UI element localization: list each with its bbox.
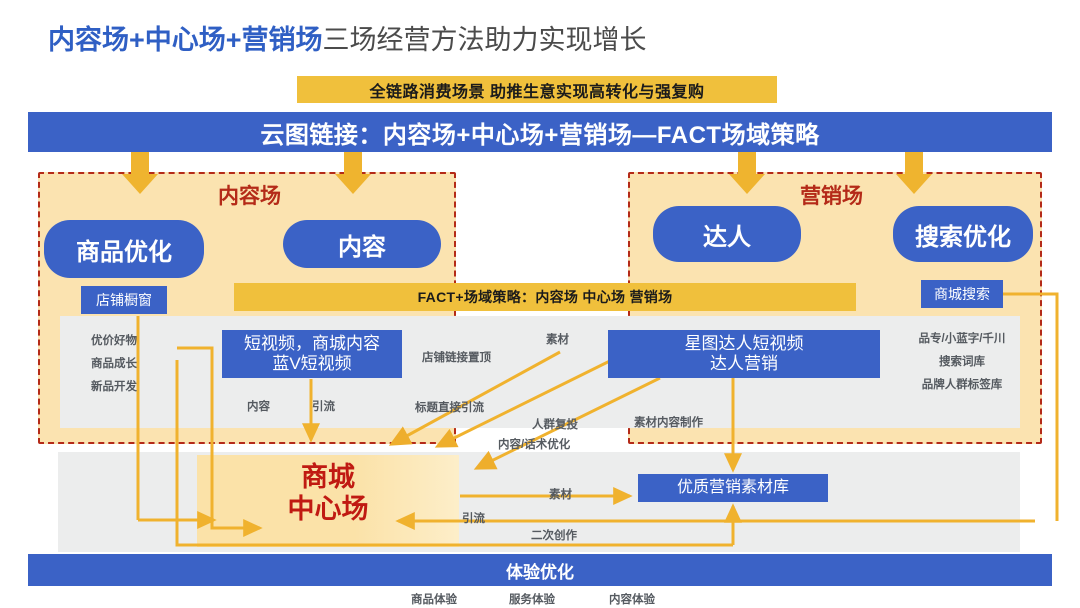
- bottom-banner-experience: 体验优化: [28, 554, 1052, 586]
- flow-label-audience-retarget: 人群复投: [532, 419, 578, 431]
- mini-list-left: 优价好物 商品成长 新品开发: [78, 332, 150, 394]
- box-short-video[interactable]: 短视频，商城内容 蓝V短视频: [222, 330, 402, 378]
- box-short-video-line2: 蓝V短视频: [272, 354, 352, 373]
- pill-goods-optimization[interactable]: 商品优化: [44, 220, 204, 278]
- list-item: 新品开发: [91, 381, 137, 393]
- page-title-highlight: 内容场+中心场+营销场: [48, 25, 323, 55]
- bottom-label-product-experience: 商品体验: [411, 594, 457, 606]
- mall-center-label: 商城 中心场: [197, 462, 459, 526]
- flow-label-secondary-creation: 二次创作: [531, 530, 577, 542]
- zone-title-content: 内容场: [218, 185, 281, 208]
- mall-center-line1: 商城: [301, 462, 355, 492]
- flow-label-material-production: 素材内容制作: [634, 417, 703, 429]
- fact-strategy-bar: FACT+场域策略：内容场 中心场 营销场: [234, 283, 856, 311]
- flow-label-material-1: 素材: [546, 334, 569, 346]
- bottom-label-content-experience: 内容体验: [609, 594, 655, 606]
- box-short-video-line1: 短视频，商城内容: [244, 333, 380, 353]
- flow-label-shop-link-top: 店铺链接置顶: [422, 352, 491, 364]
- flow-label-traffic-2: 引流: [462, 513, 485, 525]
- page-title: 内容场+中心场+营销场三场经营方法助力实现增长: [48, 18, 647, 57]
- box-material-library[interactable]: 优质营销素材库: [638, 474, 828, 502]
- flow-label-content: 内容: [247, 401, 270, 413]
- pill-search-optimization[interactable]: 搜索优化: [893, 206, 1033, 262]
- box-xingtu-line1: 星图达人短视频: [684, 333, 804, 353]
- tag-mall-search[interactable]: 商城搜索: [921, 280, 1003, 308]
- mini-list-right: 品专/小蓝字/千川 搜索词库 品牌人群标签库: [912, 330, 1012, 392]
- bottom-label-service-experience: 服务体验: [509, 594, 555, 606]
- box-xingtu-line2: 达人营销: [710, 354, 778, 373]
- list-item: 品牌人群标签库: [921, 379, 1003, 391]
- list-item: 优价好物: [91, 335, 137, 347]
- page-title-rest: 三场经营方法助力实现增长: [322, 25, 647, 55]
- zone-title-marketing: 营销场: [800, 185, 863, 208]
- flow-label-title-direct: 标题直接引流: [415, 402, 484, 414]
- pill-influencer[interactable]: 达人: [653, 206, 801, 262]
- flow-label-material-2: 素材: [549, 489, 572, 501]
- sub-banner: 全链路消费场景 助推生意实现高转化与强复购: [297, 76, 777, 103]
- main-banner: 云图链接：内容场+中心场+营销场—FACT场域策略: [28, 112, 1052, 152]
- list-item: 搜索词库: [939, 356, 985, 368]
- list-item: 商品成长: [91, 358, 137, 370]
- flow-label-script-optimization: 内容/话术优化: [498, 439, 571, 451]
- list-item: 品专/小蓝字/千川: [918, 333, 1006, 345]
- box-xingtu-influencer[interactable]: 星图达人短视频 达人营销: [608, 330, 880, 378]
- tag-shop-window[interactable]: 店铺橱窗: [81, 286, 167, 314]
- pill-content[interactable]: 内容: [283, 220, 441, 268]
- flow-label-traffic: 引流: [312, 401, 335, 413]
- mall-center-line2: 中心场: [287, 493, 369, 524]
